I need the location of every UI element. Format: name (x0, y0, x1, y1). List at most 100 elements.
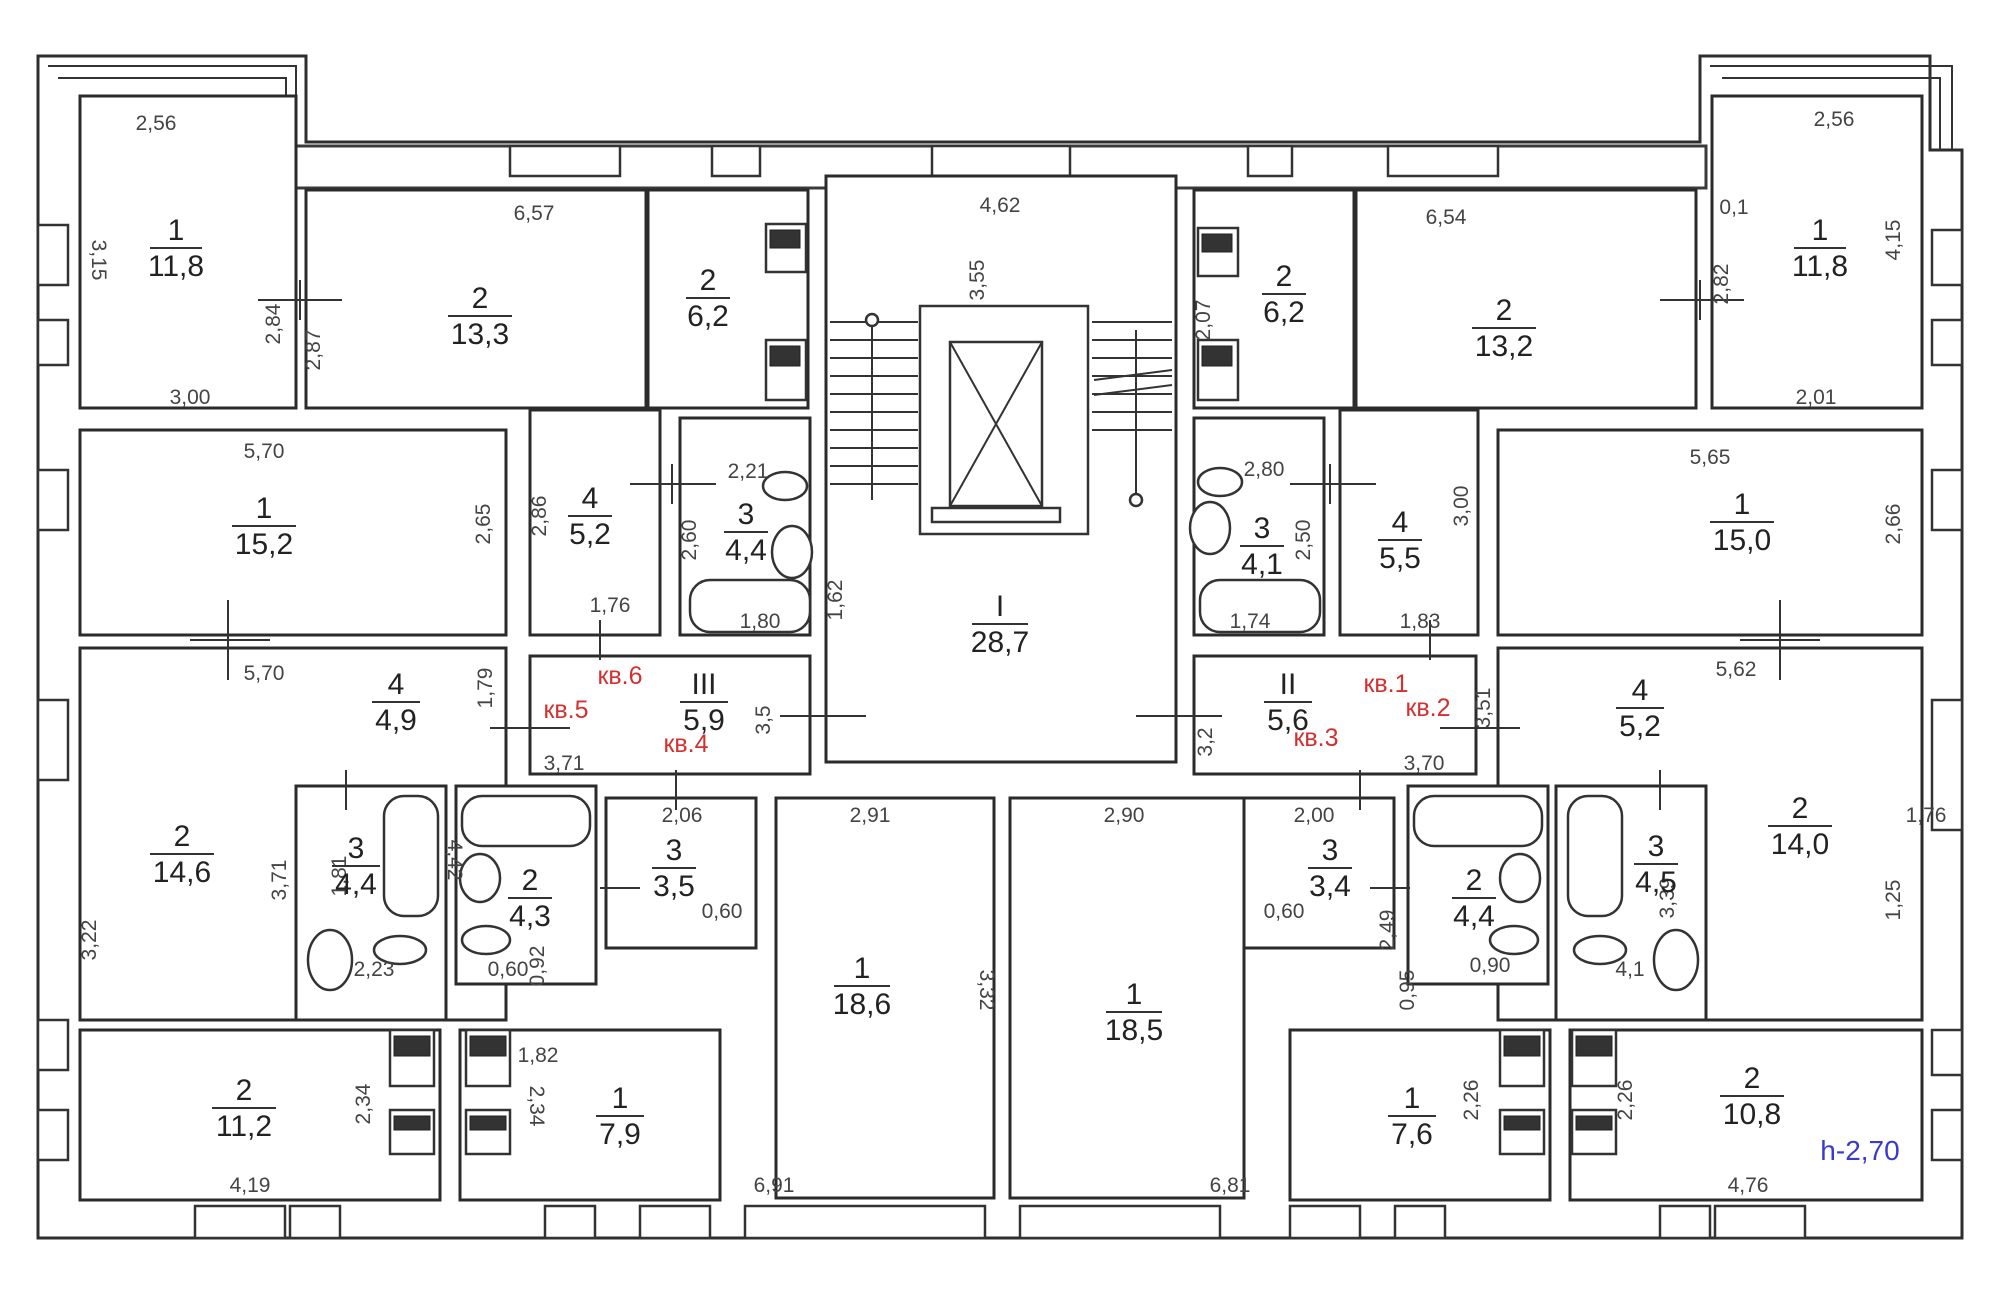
svg-text:4,5: 4,5 (1635, 866, 1677, 899)
svg-text:2: 2 (1744, 1062, 1761, 1095)
svg-text:1: 1 (256, 492, 273, 525)
dimension-label: 2,86 (528, 496, 551, 537)
svg-text:5,2: 5,2 (569, 518, 611, 551)
dimension-label: 2,82 (1710, 264, 1733, 305)
bathtubs (382, 578, 1624, 918)
dimension-label: 2,90 (1104, 804, 1145, 827)
dimension-label: 3,00 (1450, 486, 1473, 527)
room-label: 210,8 (1720, 1062, 1784, 1131)
dimension-label: 4,42 (443, 840, 466, 881)
dimension-label: 1,76 (590, 594, 631, 617)
toilet-icon (460, 924, 512, 956)
room-label: 17,6 (1388, 1082, 1436, 1151)
dimension-label: 3,39 (1656, 878, 1679, 919)
room-l-corner-1 (78, 94, 298, 410)
svg-text:15,0: 15,0 (1713, 524, 1771, 557)
svg-text:4,4: 4,4 (725, 534, 767, 567)
svg-text:2: 2 (236, 1074, 253, 1107)
sink-icon (1498, 852, 1542, 904)
dimension-label: 2,26 (1614, 1080, 1637, 1121)
room-label: 211,2 (212, 1074, 276, 1143)
svg-text:4,4: 4,4 (1453, 900, 1495, 933)
svg-text:7,9: 7,9 (599, 1118, 641, 1151)
dimension-label: 5,70 (244, 440, 285, 463)
svg-text:1: 1 (1404, 1082, 1421, 1115)
dimension-label: 2,87 (302, 330, 325, 371)
dimension-label: 5,65 (1690, 446, 1731, 469)
room-r-vest-ii (1192, 654, 1478, 776)
room-r-hall-4 (1338, 408, 1480, 637)
dimension-label: 3,00 (170, 386, 211, 409)
svg-text:1: 1 (1126, 978, 1143, 1011)
room-r-bed-2 (1354, 188, 1698, 410)
dimension-label: 6,81 (1210, 1174, 1251, 1197)
bathtub-icon (1198, 578, 1322, 634)
door-markers (190, 280, 1820, 889)
room-label: 111,8 (1792, 214, 1848, 283)
apartment-label: кв.5 (543, 696, 588, 724)
dimension-label: 2,91 (850, 804, 891, 827)
dimension-label: 0,95 (1396, 970, 1419, 1011)
dimension-label: 2,49 (1376, 910, 1399, 951)
room-label: 45,5 (1378, 506, 1422, 575)
dimension-label: 2,56 (1814, 108, 1855, 131)
bathtub-icon (382, 794, 440, 918)
dimension-label: 6,57 (514, 202, 555, 225)
svg-text:3: 3 (1648, 830, 1665, 863)
room-label: 34,4 (724, 498, 768, 567)
room-label: 45,2 (1616, 674, 1664, 743)
room-label: 26,2 (1262, 260, 1306, 329)
room-label: 24,4 (1452, 864, 1496, 933)
room-l-living-1 (78, 428, 508, 637)
sink-icon (1652, 928, 1700, 992)
room-labels: 111,8 213,3 26,2 115,2 45,2 34,4 44,9 II… (148, 214, 1848, 1151)
sink-icon (1188, 500, 1232, 556)
svg-text:1: 1 (168, 214, 185, 247)
apartment-label: кв.1 (1363, 670, 1408, 698)
room-label: I28,7 (971, 590, 1029, 659)
svg-text:4: 4 (1632, 674, 1649, 707)
dimension-label: 2,06 (662, 804, 703, 827)
room-label: 26,2 (686, 264, 730, 333)
svg-text:2: 2 (1496, 294, 1513, 327)
dimension-label: 4,1 (1615, 958, 1644, 981)
svg-text:3: 3 (738, 498, 755, 531)
dimension-label: 2,34 (525, 1086, 548, 1127)
bathtub-icon (688, 578, 812, 634)
room-r-living-big (1008, 796, 1246, 1200)
svg-text:4,9: 4,9 (375, 704, 417, 737)
dimension-label: 3,71 (544, 752, 585, 775)
svg-text:4,4: 4,4 (335, 868, 377, 901)
svg-text:II: II (1280, 668, 1297, 701)
apartment-labels: кв.6 кв.5 кв.4 кв.1 кв.2 кв.3 (543, 662, 1450, 758)
dimension-label: 2,60 (678, 520, 701, 561)
sink-icon (458, 852, 502, 904)
svg-text:18,5: 18,5 (1105, 1014, 1163, 1047)
svg-text:2: 2 (700, 264, 717, 297)
svg-text:1: 1 (612, 1082, 629, 1115)
room-label: 118,5 (1105, 978, 1163, 1047)
bathtub-icon (1566, 794, 1624, 918)
room-label: 33,5 (652, 834, 696, 903)
dimension-label: 4,19 (230, 1174, 271, 1197)
svg-text:III: III (691, 668, 716, 701)
sink-icon (306, 928, 354, 992)
bathtub-icon (460, 794, 592, 848)
dimension-label: 2,26 (1460, 1080, 1483, 1121)
svg-text:6,2: 6,2 (687, 300, 729, 333)
dimension-label: 3,5 (752, 705, 775, 734)
svg-text:11,8: 11,8 (148, 250, 204, 283)
ceiling-height-label: h-2,70 (1820, 1135, 1899, 1166)
svg-text:2: 2 (1276, 260, 1293, 293)
dimension-label: 1,79 (474, 668, 497, 709)
room-l-vest-iii (528, 654, 812, 776)
room-l-hall-4 (528, 408, 662, 637)
svg-text:4,1: 4,1 (1241, 548, 1283, 581)
room-r-corner-1 (1710, 94, 1924, 410)
apartment-label: кв.6 (597, 662, 642, 690)
dimension-label: 2,00 (1294, 804, 1335, 827)
dimension-label: 2,34 (352, 1083, 375, 1124)
dimension-label: 0,92 (526, 946, 549, 987)
